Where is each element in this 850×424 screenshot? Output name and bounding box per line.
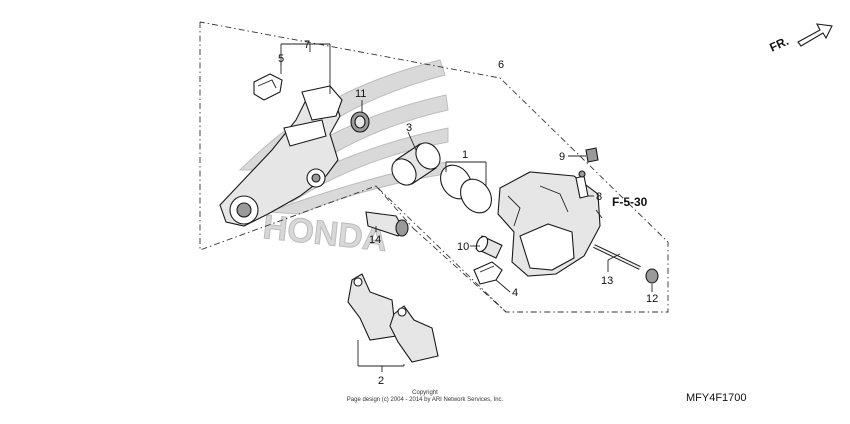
brake-pad-b [389, 305, 439, 363]
piston-seals [440, 164, 492, 214]
slide-pin [365, 211, 409, 237]
copyright-line-2: Page design (c) 2004 - 2014 by ARI Netwo… [347, 397, 504, 403]
callout-12[interactable]: 12 [646, 293, 658, 305]
callout-6[interactable]: 6 [498, 59, 504, 71]
sub-boundary-line-2 [412, 227, 507, 313]
ref-label-f-5-30[interactable]: F-5-30 [612, 195, 648, 209]
pad-pin [593, 244, 641, 270]
pad-spring-clip [253, 73, 283, 101]
callout-2[interactable]: 2 [378, 375, 384, 387]
copyright-line-1: Copyright [412, 390, 438, 396]
callout-14[interactable]: 14 [369, 234, 381, 246]
front-direction-arrow [797, 23, 833, 47]
sub-boundary-line [375, 185, 414, 229]
brake-pad-a [347, 273, 397, 341]
callout-3[interactable]: 3 [406, 122, 412, 134]
callout-1[interactable]: 1 [462, 149, 468, 161]
leader-lines [280, 43, 653, 372]
callout-9[interactable]: 9 [559, 151, 565, 163]
bleeder-cap [585, 147, 599, 163]
caliper-body [497, 171, 601, 277]
callout-8[interactable]: 8 [596, 191, 602, 203]
assembly-boundary [199, 21, 669, 313]
callout-10[interactable]: 10 [457, 241, 469, 253]
pad-retainer [473, 261, 503, 285]
caliper-bolt-10 [475, 235, 503, 259]
callout-5[interactable]: 5 [278, 53, 284, 65]
callout-7[interactable]: 7 [304, 39, 310, 51]
fr-label: FR. [767, 34, 790, 55]
diagram-code: MFY4F1700 [686, 392, 747, 404]
boot-11 [350, 111, 370, 133]
callout-13[interactable]: 13 [601, 275, 613, 287]
caliper-piston [391, 142, 441, 186]
callout-4[interactable]: 4 [512, 287, 518, 299]
callout-11[interactable]: 11 [355, 88, 366, 100]
pin-plug [645, 268, 659, 284]
caliper-bracket [219, 85, 343, 227]
